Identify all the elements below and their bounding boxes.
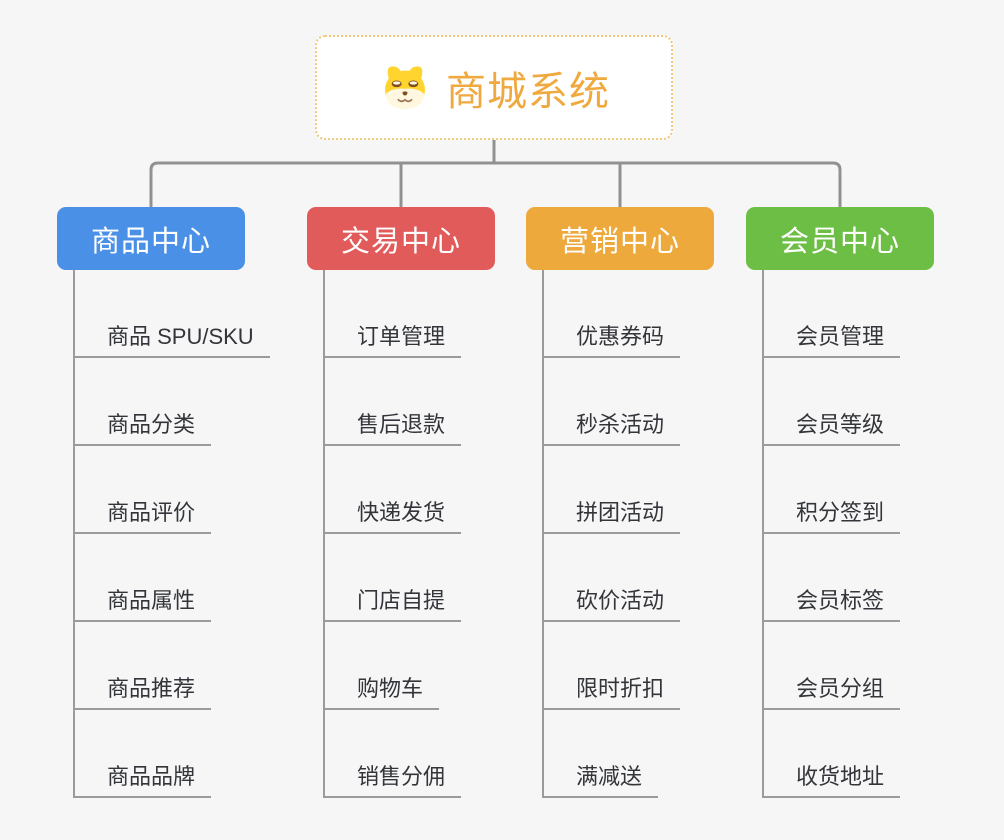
- branch-children: 优惠券码 秒杀活动 拼团活动 砍价活动 限时折扣 满减送: [542, 270, 681, 798]
- leaf-row: 秒杀活动: [544, 358, 681, 446]
- leaf-node-points-checkin[interactable]: 积分签到: [764, 495, 901, 534]
- leaf-row: 限时折扣: [544, 622, 681, 710]
- branch-trade-center: 交易中心 订单管理 售后退款 快递发货 门店自提 购物车 销售分佣: [307, 207, 495, 798]
- root-node[interactable]: 商城系统: [315, 35, 673, 140]
- leaf-row: 商品推荐: [75, 622, 270, 710]
- leaf-node-coupon-code[interactable]: 优惠券码: [544, 319, 681, 358]
- leaf-row: 售后退款: [325, 358, 462, 446]
- branch-node-trade-center[interactable]: 交易中心: [307, 207, 495, 270]
- branch-node-member-center[interactable]: 会员中心: [746, 207, 934, 270]
- leaf-node-product-spu-sku[interactable]: 商品 SPU/SKU: [75, 319, 270, 358]
- leaf-row: 积分签到: [764, 446, 901, 534]
- leaf-node-product-attribute[interactable]: 商品属性: [75, 583, 212, 622]
- leaf-row: 商品品牌: [75, 710, 270, 798]
- root-title: 商城系统: [446, 69, 610, 114]
- leaf-row: 购物车: [325, 622, 461, 710]
- leaf-row: 快递发货: [325, 446, 462, 534]
- leaf-node-shopping-cart[interactable]: 购物车: [325, 671, 440, 710]
- leaf-row: 门店自提: [325, 534, 462, 622]
- leaf-row: 会员等级: [764, 358, 901, 446]
- leaf-node-bargain-activity[interactable]: 砍价活动: [544, 583, 681, 622]
- leaf-node-member-group[interactable]: 会员分组: [764, 671, 901, 710]
- branch-marketing-center: 营销中心 优惠券码 秒杀活动 拼团活动 砍价活动 限时折扣 满减送: [526, 207, 714, 798]
- leaf-node-express-shipping[interactable]: 快递发货: [325, 495, 462, 534]
- leaf-row: 商品 SPU/SKU: [75, 270, 270, 358]
- bus-line: [149, 161, 842, 207]
- branch-label: 会员中心: [779, 225, 900, 258]
- leaf-node-product-brand[interactable]: 商品品牌: [75, 759, 212, 798]
- leaf-row: 订单管理: [325, 270, 462, 358]
- branch-product-center: 商品中心 商品 SPU/SKU 商品分类 商品评价 商品属性 商品推荐 商品品牌: [57, 207, 270, 798]
- branch-children: 商品 SPU/SKU 商品分类 商品评价 商品属性 商品推荐 商品品牌: [73, 270, 270, 798]
- leaf-row: 收货地址: [764, 710, 901, 798]
- leaf-node-full-reduction[interactable]: 满减送: [544, 759, 659, 798]
- leaf-node-store-pickup[interactable]: 门店自提: [325, 583, 462, 622]
- leaf-node-after-sales-refund[interactable]: 售后退款: [325, 407, 462, 446]
- branch-node-product-center[interactable]: 商品中心: [57, 207, 245, 270]
- leaf-node-member-level[interactable]: 会员等级: [764, 407, 901, 446]
- leaf-node-order-management[interactable]: 订单管理: [325, 319, 462, 358]
- dog-face-icon: [385, 65, 425, 109]
- leaf-row: 拼团活动: [544, 446, 681, 534]
- branch-node-marketing-center[interactable]: 营销中心: [526, 207, 714, 270]
- leaf-node-shipping-address[interactable]: 收货地址: [764, 759, 901, 798]
- leaf-node-member-management[interactable]: 会员管理: [764, 319, 901, 358]
- leaf-node-member-tag[interactable]: 会员标签: [764, 583, 901, 622]
- branch-member-center: 会员中心 会员管理 会员等级 积分签到 会员标签 会员分组 收货地址: [746, 207, 934, 798]
- leaf-node-limited-time-discount[interactable]: 限时折扣: [544, 671, 681, 710]
- leaf-node-product-category[interactable]: 商品分类: [75, 407, 212, 446]
- branch-children: 订单管理 售后退款 快递发货 门店自提 购物车 销售分佣: [323, 270, 462, 798]
- leaf-node-group-buy[interactable]: 拼团活动: [544, 495, 681, 534]
- leaf-node-flash-sale[interactable]: 秒杀活动: [544, 407, 681, 446]
- leaf-row: 会员分组: [764, 622, 901, 710]
- leaf-row: 满减送: [544, 710, 680, 798]
- leaf-row: 商品属性: [75, 534, 270, 622]
- branch-children: 会员管理 会员等级 积分签到 会员标签 会员分组 收货地址: [762, 270, 901, 798]
- leaf-row: 优惠券码: [544, 270, 681, 358]
- leaf-row: 会员标签: [764, 534, 901, 622]
- leaf-node-product-review[interactable]: 商品评价: [75, 495, 212, 534]
- leaf-row: 商品分类: [75, 358, 270, 446]
- leaf-node-product-recommend[interactable]: 商品推荐: [75, 671, 212, 710]
- leaf-row: 会员管理: [764, 270, 901, 358]
- leaf-row: 砍价活动: [544, 534, 681, 622]
- branch-label: 商品中心: [90, 225, 211, 258]
- branch-label: 营销中心: [559, 225, 680, 258]
- leaf-node-sales-commission[interactable]: 销售分佣: [325, 759, 462, 798]
- branch-label: 交易中心: [340, 225, 461, 258]
- leaf-row: 销售分佣: [325, 710, 462, 798]
- leaf-row: 商品评价: [75, 446, 270, 534]
